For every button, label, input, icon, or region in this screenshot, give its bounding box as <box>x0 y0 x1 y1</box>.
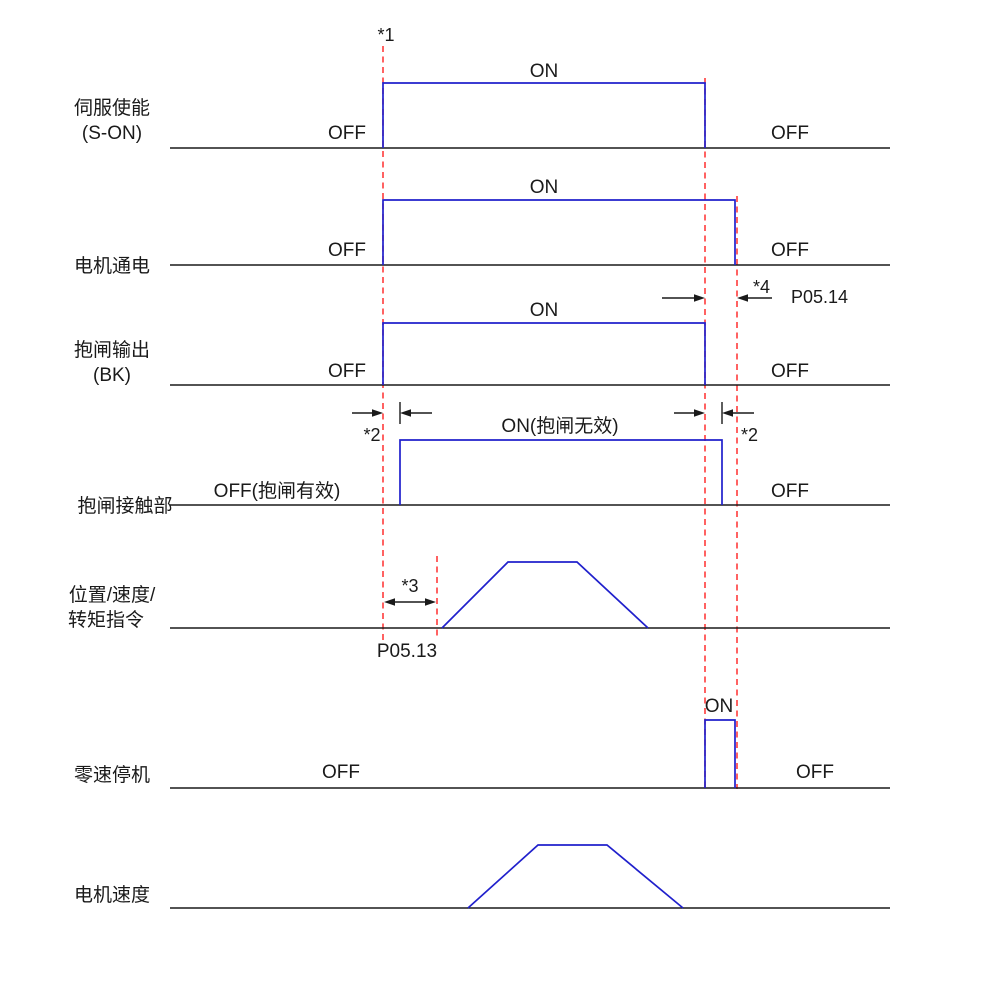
motor-power-row-label: 电机通电 <box>74 255 150 277</box>
motor-speed-waveform <box>467 844 684 909</box>
servo-enable-waveform <box>382 82 706 148</box>
note2-right-label: *2 <box>741 425 758 445</box>
zero-speed-row-label: 零速停机 <box>74 764 150 786</box>
note2-left-label: *2 <box>363 425 380 445</box>
arrowhead-t2l-b <box>400 409 411 417</box>
note1-label: *1 <box>377 25 394 45</box>
brake-output-row-label-line2: (BK) <box>93 365 131 386</box>
brake-output-off-left: OFF <box>328 361 366 382</box>
signal-baselines <box>170 147 890 909</box>
motor-speed-row-label: 电机速度 <box>74 884 150 906</box>
motor-power-off-right: OFF <box>771 240 809 261</box>
command-waveform <box>441 561 649 629</box>
zero-speed-off-left: OFF <box>322 762 360 783</box>
brake-contact-off-left: OFF(抱闸有效) <box>214 480 341 502</box>
zero-speed-off-right: OFF <box>796 762 834 783</box>
command-row-label-line2: 转矩指令 <box>68 609 144 631</box>
motor-power-off-left: OFF <box>328 240 366 261</box>
arrowhead-t3-right <box>425 598 436 606</box>
dimension-arrowheads <box>372 294 748 606</box>
zero-speed-waveform <box>704 719 736 788</box>
servo-enable-on-label: ON <box>530 61 559 82</box>
motor-power-on-label: ON <box>530 177 559 198</box>
servo-enable-off-right: OFF <box>771 123 809 144</box>
brake-contact-row-label: 抱闸接触部 <box>77 495 172 517</box>
diagram-texts: *1 ON OFF OFF 伺服使能 (S-ON) ON OFF OFF 电机通… <box>68 25 848 906</box>
brake-output-row-label-line1: 抱闸输出 <box>74 339 150 361</box>
servo-enable-row-label-line2: (S-ON) <box>82 123 142 144</box>
servo-enable-off-left: OFF <box>328 123 366 144</box>
brake-contact-waveform <box>399 439 723 505</box>
command-row-label-line1: 位置/速度/ <box>69 584 156 606</box>
arrowhead-t2r-a <box>694 409 705 417</box>
signal-waveforms <box>382 82 736 909</box>
note4-param-label: P05.14 <box>791 287 848 307</box>
servo-enable-row-label-line1: 伺服使能 <box>74 97 150 119</box>
arrowhead-t3-left <box>384 598 395 606</box>
brake-contact-off-right: OFF <box>771 481 809 502</box>
arrowhead-t2r-b <box>722 409 733 417</box>
brake-output-waveform <box>382 322 706 385</box>
note3-label: *3 <box>401 576 418 596</box>
brake-contact-on-label: ON(抱闸无效) <box>501 415 618 437</box>
arrowhead-t4-right <box>694 294 705 302</box>
note3-param-label: P05.13 <box>377 641 437 662</box>
arrowhead-t4-left <box>737 294 748 302</box>
zero-speed-on-label: ON <box>705 696 734 717</box>
note4-label: *4 <box>753 277 770 297</box>
dimension-lines <box>352 297 772 603</box>
brake-output-off-right: OFF <box>771 361 809 382</box>
motor-power-waveform <box>382 199 736 265</box>
brake-output-on-label: ON <box>530 300 559 321</box>
arrowhead-t2l-a <box>372 409 383 417</box>
